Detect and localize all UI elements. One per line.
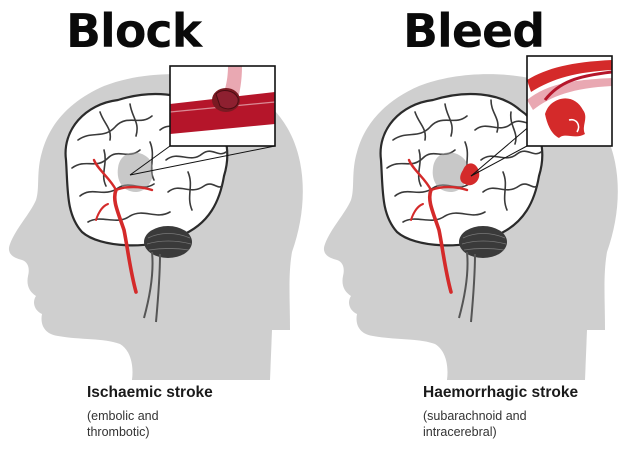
ischaemic-stroke-title: Ischaemic stroke — [87, 384, 213, 401]
blocked-artery-inset — [169, 65, 276, 147]
bleeding-vessel-inset — [526, 55, 613, 147]
ischaemic-head-illustration — [8, 65, 303, 380]
bleed-heading: Bleed — [403, 4, 545, 58]
ischaemic-subtitle-line-2: thrombotic) — [87, 425, 150, 439]
ischaemic-stroke-subtitle: (embolic and thrombotic) — [87, 408, 159, 440]
block-heading: Block — [66, 4, 202, 58]
ischaemic-subtitle-line-1: (embolic and — [87, 409, 159, 423]
block-panel: Block Ischaemic stroke (embolic and thro… — [8, 4, 303, 440]
haemorrhagic-subtitle-line-1: (subarachnoid and — [423, 409, 527, 423]
cerebellum — [459, 226, 507, 258]
bleed-pool — [545, 98, 586, 138]
haemorrhagic-head-illustration — [323, 55, 618, 380]
bleed-panel: Bleed Haemorrhagic stroke (subarachnoid … — [315, 0, 630, 450]
haemorrhagic-subtitle-line-2: intracerebral) — [423, 425, 497, 439]
cerebellum — [144, 226, 192, 258]
haemorrhagic-stroke-title: Haemorrhagic stroke — [423, 384, 579, 401]
haemorrhagic-stroke-subtitle: (subarachnoid and intracerebral) — [423, 408, 527, 440]
